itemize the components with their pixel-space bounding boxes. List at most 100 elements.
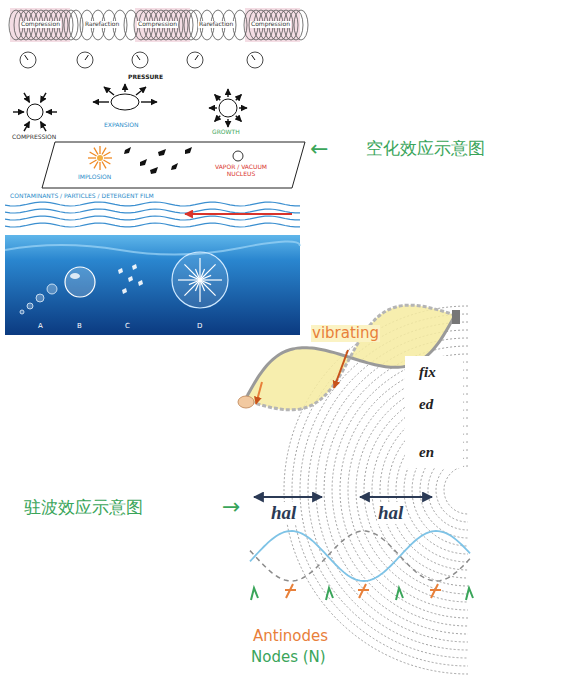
arrow <box>227 119 228 127</box>
clamp <box>452 310 460 324</box>
legend-text: Antinodes <box>252 628 329 645</box>
bubble-photo <box>5 235 300 335</box>
antinode-mark <box>358 584 369 598</box>
arrow <box>239 107 247 108</box>
arrow <box>215 116 221 122</box>
arrow <box>185 213 292 215</box>
bubble-sequence <box>20 252 228 314</box>
wave-arc <box>316 338 468 642</box>
burst-ray <box>103 160 110 164</box>
burst-ray <box>99 146 100 154</box>
detergent-film <box>5 202 300 227</box>
half-wave-label: hal <box>377 502 404 524</box>
burst-ray <box>90 152 97 156</box>
star-ray <box>200 275 211 280</box>
fixed-end-panel <box>405 356 463 468</box>
antinode-mark <box>430 584 441 598</box>
particle <box>150 167 158 174</box>
bubble <box>27 104 43 120</box>
zone-label: Compression <box>250 21 291 28</box>
arrow <box>334 350 348 388</box>
arrow <box>104 87 114 95</box>
burst-core <box>97 155 103 161</box>
zone-label: Rarefaction <box>198 21 234 28</box>
small-bubble <box>20 310 24 314</box>
figure-caption: 空化效应示意图 <box>366 139 485 159</box>
arrow <box>41 122 47 132</box>
particle <box>140 159 147 166</box>
arrow <box>124 84 125 92</box>
bubble-fragment <box>132 264 137 270</box>
arrow <box>209 107 217 108</box>
bubble-highlight <box>70 273 80 279</box>
axis-label: PRESSURE <box>128 74 163 81</box>
bubble-fragment <box>122 288 127 294</box>
spring-coil <box>9 10 308 40</box>
large-bubble <box>65 267 95 297</box>
gauge-dial <box>20 52 36 68</box>
end-label: fix <box>418 364 437 381</box>
film-line <box>5 209 300 213</box>
star-ray <box>189 280 200 285</box>
stage-letter: A <box>38 322 43 330</box>
node-mark <box>466 588 473 600</box>
arrow <box>93 101 109 102</box>
zone-label: Compression <box>137 21 178 28</box>
star-ray <box>200 264 216 280</box>
state-label: EXPANSION <box>104 122 139 129</box>
state-label: IMPLOSION <box>78 174 111 181</box>
small-bubble <box>27 303 33 309</box>
motion-label: vibrating <box>311 325 380 342</box>
hand <box>238 396 254 408</box>
state-label: VAPOR / VACUUM NUCLEUS <box>210 164 272 178</box>
zone-label: Rarefaction <box>84 21 120 28</box>
node-mark <box>396 588 403 600</box>
burst-ray <box>104 157 112 158</box>
arrow <box>46 111 57 112</box>
stage-letter: C <box>125 322 130 330</box>
end-label: en <box>418 444 435 461</box>
burst-ray <box>102 161 106 168</box>
stage-letter: D <box>197 322 202 330</box>
arrow <box>227 89 228 97</box>
star-ray <box>178 279 200 280</box>
bubble <box>111 94 139 110</box>
star-ray <box>199 258 200 280</box>
imploding-bubble <box>172 252 228 308</box>
wave-arc <box>444 466 468 514</box>
state-label: GROWTH <box>212 129 240 136</box>
burst-ray <box>99 162 100 170</box>
stage-letter: B <box>77 322 82 330</box>
gauge-dial <box>187 52 203 68</box>
star-ray <box>200 279 222 280</box>
implosion-panel <box>42 142 305 188</box>
gauge-needle <box>195 55 198 60</box>
wave-arc <box>332 354 468 626</box>
bubble-fragment <box>118 268 123 274</box>
star-ray <box>200 280 205 291</box>
zone-label: Compression <box>20 21 61 28</box>
particle <box>124 147 131 154</box>
arrow <box>254 496 322 498</box>
coil-loop <box>69 10 83 40</box>
burst-ray <box>102 148 106 155</box>
arrow <box>141 101 157 102</box>
arrow <box>24 93 30 103</box>
burst-ray <box>103 152 110 156</box>
legend-text: Nodes (N) <box>250 649 327 666</box>
gauge-dial <box>247 52 263 68</box>
gauge-needle <box>137 55 140 60</box>
star-ray <box>184 280 200 296</box>
coil-loop <box>294 10 308 40</box>
arrow <box>236 95 242 101</box>
water-surface <box>5 241 300 254</box>
particle <box>185 147 192 154</box>
compression-zone <box>10 8 70 42</box>
burst-ray <box>88 157 96 158</box>
burst-ray <box>90 160 97 164</box>
wave-dashed <box>250 531 470 581</box>
arrow <box>236 116 242 122</box>
star-ray <box>199 280 200 302</box>
arrow <box>136 87 146 95</box>
